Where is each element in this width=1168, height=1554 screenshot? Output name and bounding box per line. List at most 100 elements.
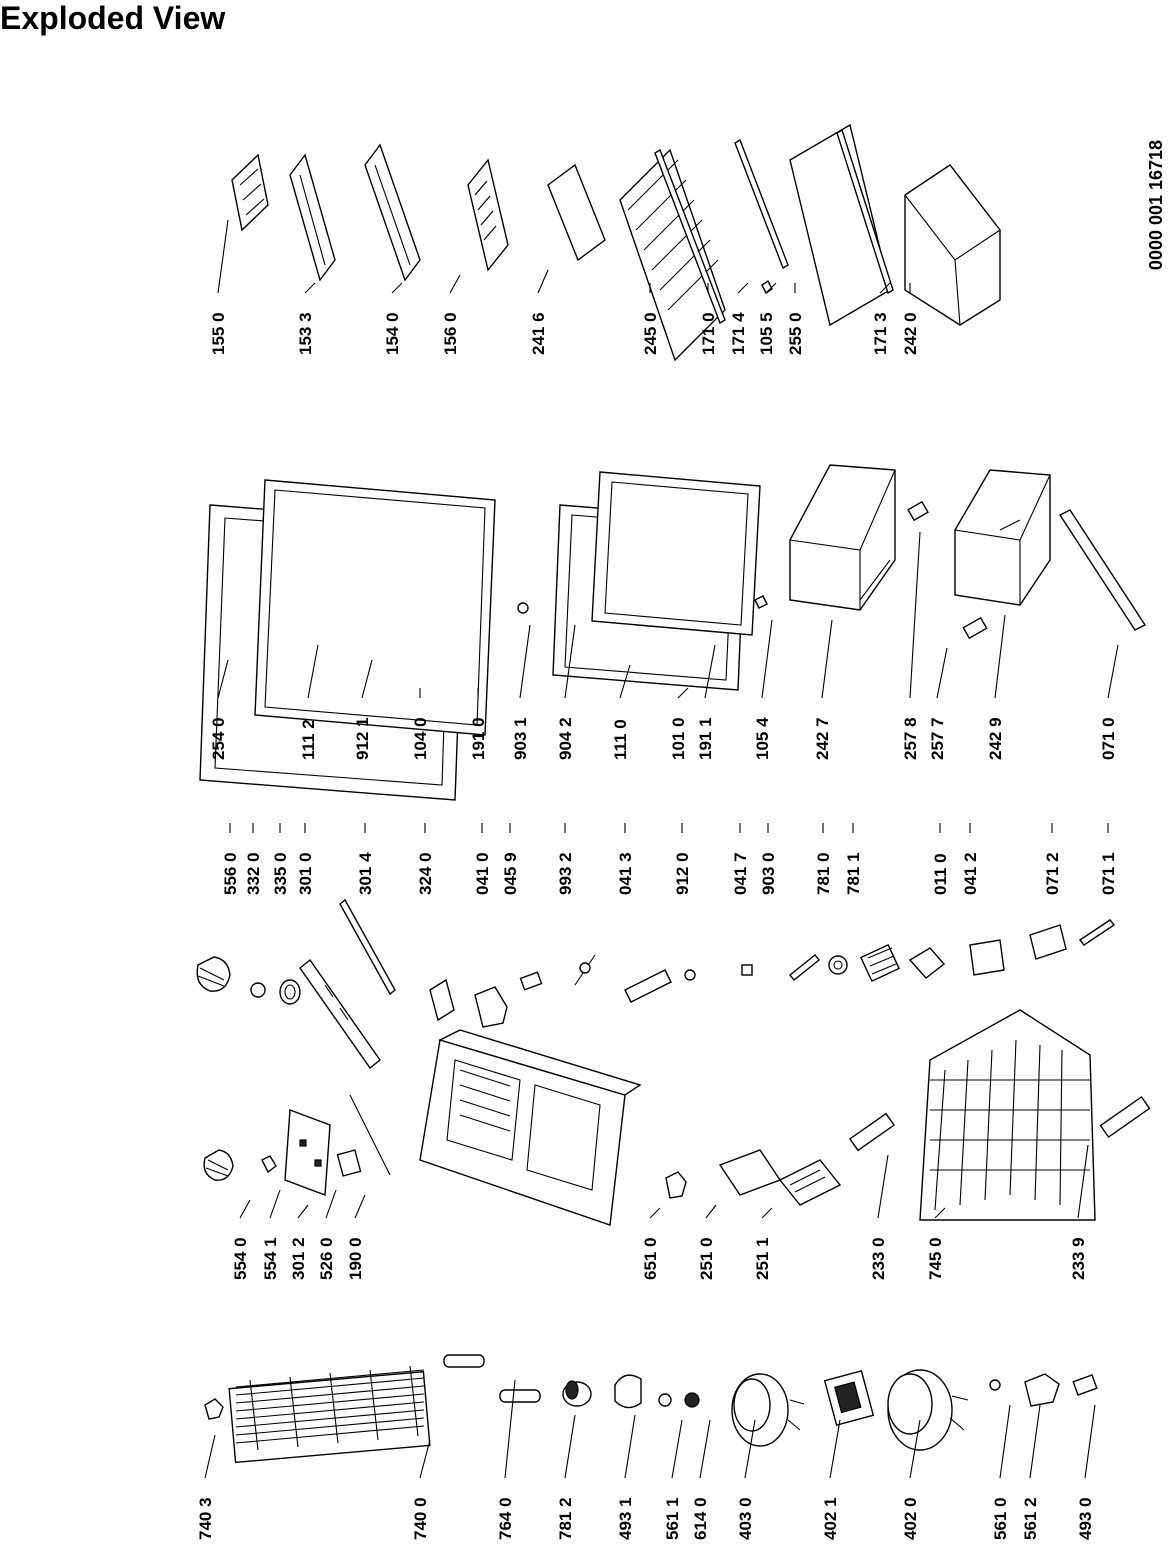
part-label: 233 9 <box>1069 1237 1088 1280</box>
part-233-9 <box>1099 1095 1151 1139</box>
part-label: 561 2 <box>1021 1497 1040 1540</box>
leader-line <box>239 1199 251 1219</box>
part-493-0 <box>1072 1374 1098 1396</box>
part-301-0 <box>299 958 381 1070</box>
part-155-0-egg-tray <box>231 153 269 232</box>
part-071-0-rail <box>1058 509 1147 631</box>
part-071-1 <box>1078 919 1116 946</box>
leader-line <box>204 1434 216 1479</box>
part-label: 554 1 <box>261 1237 280 1280</box>
part-label: 191 1 <box>696 717 715 760</box>
leader-line <box>269 1189 281 1219</box>
part-label: 332 0 <box>244 852 263 895</box>
part-label: 254 0 <box>209 717 228 760</box>
leader-line <box>699 1419 711 1479</box>
leader-line <box>829 1419 841 1479</box>
part-190-0-strip <box>349 1094 391 1176</box>
part-label: 156 0 <box>441 312 460 355</box>
part-242-9-drawer <box>954 469 1051 606</box>
part-label: 903 0 <box>759 852 778 895</box>
part-242-0-crisper <box>904 164 1001 326</box>
part-label: 526 0 <box>317 1237 336 1280</box>
part-label: 071 0 <box>1099 717 1118 760</box>
part-781-1 <box>859 943 901 983</box>
part-label: 912 0 <box>673 852 692 895</box>
part-label: 171 3 <box>871 312 890 355</box>
leader-line <box>1107 644 1119 699</box>
leader-line <box>449 274 461 294</box>
part-781-2 <box>562 1380 592 1407</box>
part-651-0 <box>665 1171 687 1199</box>
part-label: 071 2 <box>1043 852 1062 895</box>
leader-line <box>761 619 773 699</box>
part-label: 781 0 <box>814 852 833 895</box>
part-171-0-trim <box>654 148 726 325</box>
part-label: 191 0 <box>469 717 488 760</box>
part-764-0-drier <box>443 1354 541 1403</box>
part-402-1 <box>823 1370 875 1426</box>
leader-line <box>737 282 749 294</box>
part-label: 111 0 <box>611 719 630 760</box>
part-label: 740 3 <box>196 1497 215 1540</box>
part-241-6 <box>547 163 606 262</box>
part-label: 190 0 <box>346 1237 365 1280</box>
leader-line <box>649 1207 661 1219</box>
part-label: 071 1 <box>1099 852 1118 895</box>
leader-line <box>537 269 549 294</box>
part-label: 111 2 <box>299 719 318 760</box>
part-071-2 <box>1029 924 1067 960</box>
part-251-1 <box>778 1159 842 1206</box>
part-label: 781 2 <box>556 1497 575 1540</box>
part-label: 045 9 <box>501 852 520 895</box>
part-903-0 <box>789 954 820 981</box>
part-561-1 <box>658 1393 672 1407</box>
part-label: 257 7 <box>928 717 947 760</box>
leader-line <box>909 1419 921 1479</box>
leader-line <box>564 1414 576 1479</box>
leader-line <box>564 624 576 699</box>
part-402-0-compressor <box>887 1369 969 1451</box>
leader-line <box>354 1194 366 1219</box>
part-label: 241 6 <box>529 312 548 355</box>
part-105-4 <box>754 595 768 609</box>
part-label: 257 8 <box>901 717 920 760</box>
leader-line <box>744 1419 756 1479</box>
page-title: Exploded View <box>0 0 226 36</box>
part-label: 101 0 <box>669 717 688 760</box>
part-label: 324 0 <box>416 852 435 895</box>
part-label: 154 0 <box>383 312 402 355</box>
part-label: 105 4 <box>753 717 772 760</box>
leader-line <box>1029 1404 1041 1479</box>
part-041-7 <box>741 964 753 976</box>
part-label: 493 0 <box>1076 1497 1095 1540</box>
part-324-0 <box>429 978 455 1022</box>
leader-line <box>297 1204 309 1219</box>
part-label: 745 0 <box>926 1237 945 1280</box>
part-label: 255 0 <box>786 312 805 355</box>
part-label: 104 0 <box>411 717 430 760</box>
part-label: 301 4 <box>356 852 375 895</box>
part-556-0 <box>196 956 231 992</box>
leader-line <box>307 644 319 699</box>
part-171-3-trim <box>836 128 894 295</box>
part-label: 561 1 <box>663 1497 682 1540</box>
part-493-1 <box>614 1374 642 1409</box>
part-745-0-evaporator <box>919 1009 1096 1221</box>
part-label: 301 2 <box>289 1237 308 1280</box>
part-label: 011 0 <box>931 853 950 895</box>
leader-line <box>761 1207 773 1219</box>
part-257-8 <box>907 500 929 522</box>
part-label: 740 0 <box>411 1497 430 1540</box>
part-label: 155 0 <box>209 312 228 355</box>
part-label: 301 0 <box>296 852 315 895</box>
part-label: 041 7 <box>731 852 750 895</box>
leader-line <box>671 1419 683 1479</box>
leader-line <box>934 1207 946 1219</box>
part-label: 402 1 <box>821 1497 840 1540</box>
leader-line <box>619 664 631 699</box>
part-label: 781 1 <box>844 852 863 895</box>
part-561-2 <box>1024 1373 1060 1407</box>
part-label: 242 9 <box>986 717 1005 760</box>
